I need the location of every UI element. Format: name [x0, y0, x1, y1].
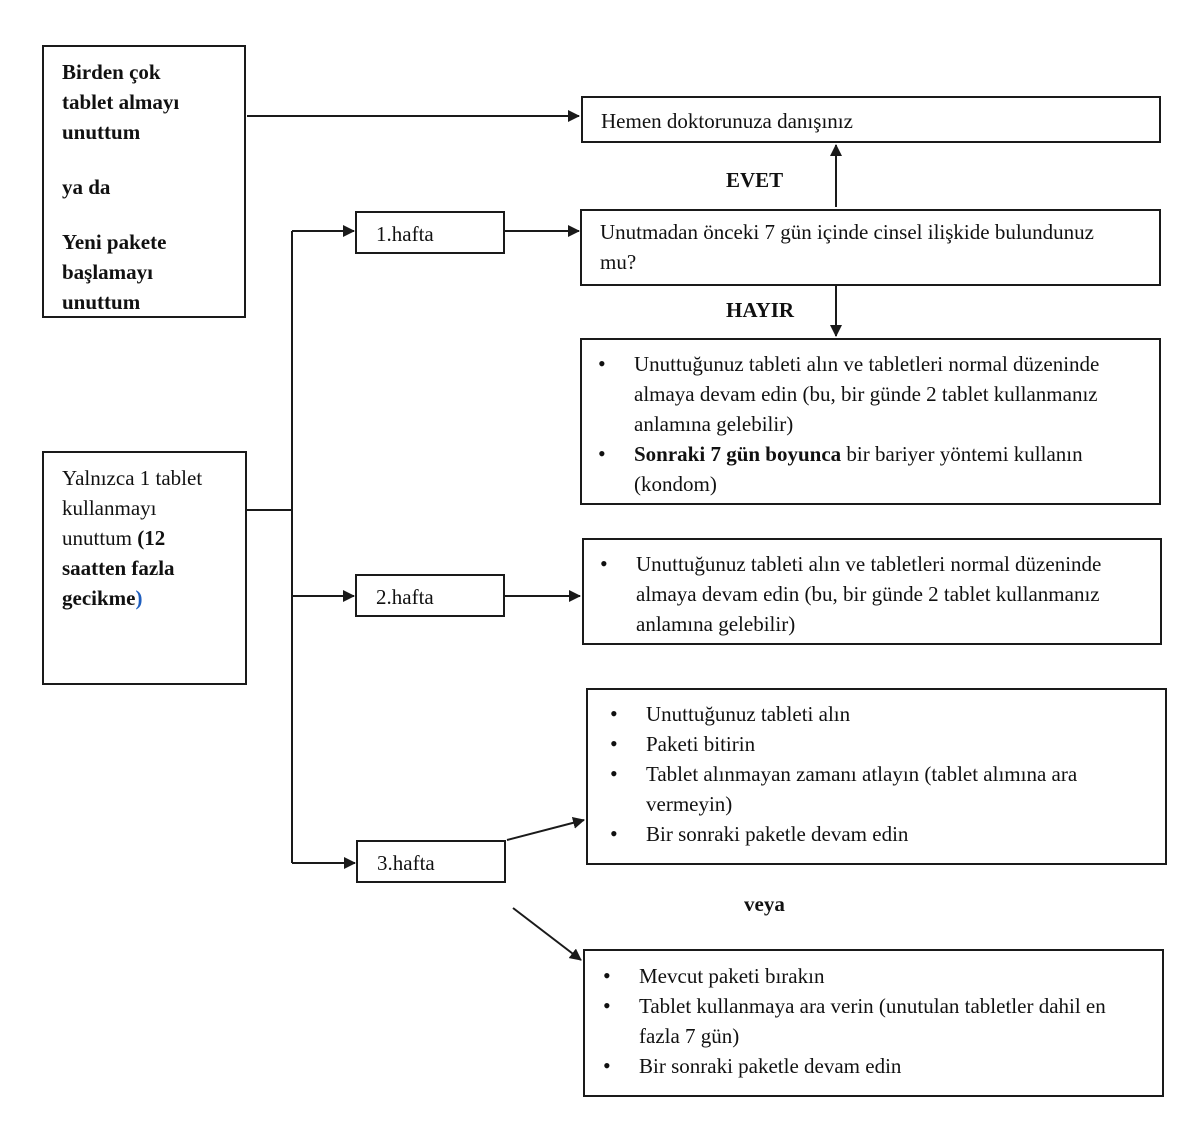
single-missed-line2: kullanmayı [62, 496, 157, 520]
week3-a-item1: Unuttuğunuz tableti alın [594, 699, 1165, 729]
week3-b-item2-line1: Tablet kullanmaya ara verin (unutulan ta… [639, 994, 1106, 1018]
consult-doctor-text: Hemen doktorunuza danışınız [601, 109, 853, 133]
week2-box: 2.hafta [355, 574, 505, 617]
week3-b-item2-line2: fazla 7 gün) [639, 1024, 740, 1048]
week1-label: 1.hafta [376, 222, 434, 246]
single-missed-line4: saatten fazla [62, 556, 175, 580]
single-missed-line3: unuttum (12 [62, 523, 245, 553]
week3-a-item4: Bir sonraki paketle devam edin [594, 819, 1165, 849]
week1-no-item2: Sonraki 7 gün boyunca bir bariyer yöntem… [582, 439, 1159, 499]
week3-b-item3: Bir sonraki paketle devam edin [587, 1051, 1162, 1081]
single-missed-line3-plain: unuttum [62, 526, 138, 550]
multiple-missed-line4: Yeni pakete [62, 230, 167, 254]
multiple-missed-line2: tablet almayı [62, 90, 180, 114]
week1-no-item1-line3: anlamına gelebilir) [634, 412, 794, 436]
week1-no-item2-line2: (kondom) [634, 472, 717, 496]
week2-item1: Unuttuğunuz tableti alın ve tabletleri n… [584, 549, 1160, 639]
week2-item1-line3: anlamına gelebilir) [636, 612, 796, 636]
question-line1: Unutmadan önceki 7 gün içinde cinsel ili… [600, 220, 1094, 244]
week3-b-item1: Mevcut paketi bırakın [587, 961, 1162, 991]
single-missed-line5-paren: ) [135, 586, 143, 610]
week1-box: 1.hafta [355, 211, 505, 254]
week3-a-item2-text: Paketi bitirin [646, 732, 756, 756]
week3-a-item1-text: Unuttuğunuz tableti alın [646, 702, 851, 726]
week1-no-item1-line1: Unuttuğunuz tableti alın ve tabletleri n… [634, 352, 1100, 376]
week3-b-item2: Tablet kullanmaya ara verin (unutulan ta… [587, 991, 1162, 1051]
yes-label: EVET [726, 168, 784, 192]
single-missed-line5: gecikme) [62, 583, 245, 613]
week3-a-item3: Tablet alınmayan zamanı atlayın (tablet … [594, 759, 1165, 819]
question-box: Unutmadan önceki 7 gün içinde cinsel ili… [580, 209, 1161, 286]
arrow-week3-to-box-b [512, 907, 582, 961]
week2-item1-line1: Unuttuğunuz tableti alın ve tabletleri n… [636, 552, 1102, 576]
week3-a-item3-line2: vermeyin) [646, 792, 733, 816]
multiple-missed-line6: unuttum [62, 290, 141, 314]
single-missed-box: Yalnızca 1 tablet kullanmayı unuttum (12… [42, 451, 247, 685]
single-missed-line3-bold: (12 [137, 526, 166, 550]
week1-no-item2-bold: Sonraki 7 gün boyunca [634, 442, 842, 466]
week3-a-item3-line1: Tablet alınmayan zamanı atlayın (tablet … [646, 762, 1078, 786]
week2-item1-line2: almaya devam edin (bu, bir günde 2 table… [636, 582, 1100, 606]
week1-no-item1-line2: almaya devam edin (bu, bir günde 2 table… [634, 382, 1098, 406]
consult-doctor-box: Hemen doktorunuza danışınız [581, 96, 1161, 143]
week3-box: 3.hafta [356, 840, 506, 883]
week3-b-item1-text: Mevcut paketi bırakın [639, 964, 825, 988]
multiple-missed-line5: başlamayı [62, 260, 154, 284]
week3-option-b-box: Mevcut paketi bırakın Tablet kullanmaya … [583, 949, 1164, 1097]
week2-label: 2.hafta [376, 585, 434, 609]
multiple-missed-line3: unuttum [62, 120, 141, 144]
arrow-week3-to-box-a [506, 816, 585, 841]
multiple-missed-or: ya da [62, 175, 111, 199]
week3-a-item2: Paketi bitirin [594, 729, 1165, 759]
week1-no-item2-rest: bir bariyer yöntemi kullanın [841, 442, 1083, 466]
week2-instructions-box: Unuttuğunuz tableti alın ve tabletleri n… [582, 538, 1162, 645]
week3-option-a-box: Unuttuğunuz tableti alın Paketi bitirin … [586, 688, 1167, 865]
single-missed-line5-bold: gecikme [62, 586, 136, 610]
multiple-missed-box: Birden çok tablet almayı unuttum ya da Y… [42, 45, 246, 318]
week1-no-item1: Unuttuğunuz tableti alın ve tabletleri n… [582, 349, 1159, 439]
no-label: HAYIR [726, 298, 795, 322]
week3-label: 3.hafta [377, 851, 435, 875]
week3-b-item3-text: Bir sonraki paketle devam edin [639, 1054, 902, 1078]
week3-a-item4-text: Bir sonraki paketle devam edin [646, 822, 909, 846]
question-line2: mu? [600, 250, 637, 274]
or-label: veya [744, 892, 785, 916]
week1-no-instructions-box: Unuttuğunuz tableti alın ve tabletleri n… [580, 338, 1161, 505]
multiple-missed-line1: Birden çok [62, 60, 161, 84]
single-missed-line1: Yalnızca 1 tablet [62, 466, 203, 490]
